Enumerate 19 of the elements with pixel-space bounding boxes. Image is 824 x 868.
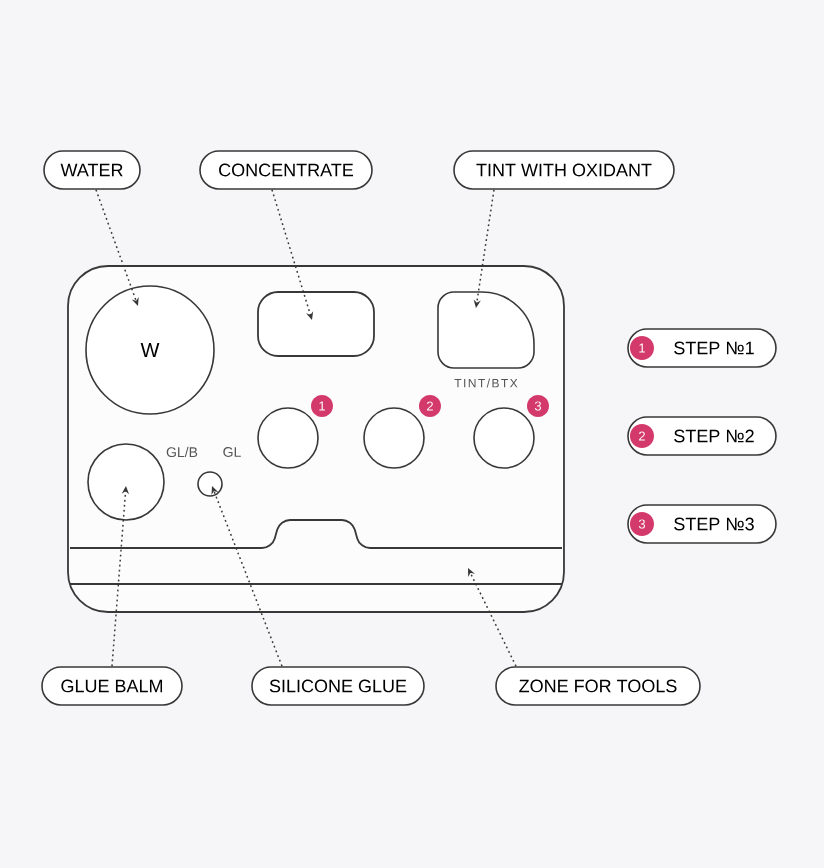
callout-label: WATER [43, 150, 141, 190]
round-well [197, 471, 223, 497]
tool-zone [69, 519, 563, 585]
leader-line [211, 486, 283, 667]
callout-label: CONCENTRATE [199, 150, 373, 190]
callout-label: GLUE BALM [41, 666, 183, 706]
callout-label: TINT WITH OXIDANT [453, 150, 675, 190]
leader-line [95, 189, 139, 306]
round-well [363, 407, 425, 469]
rectangular-well [257, 291, 375, 357]
tint-well [437, 291, 535, 369]
leader-line [271, 189, 314, 320]
round-well [87, 443, 165, 521]
leader-line [468, 568, 517, 667]
round-well [473, 407, 535, 469]
round-well [257, 407, 319, 469]
round-well: W [85, 285, 215, 415]
callout-label: ZONE FOR TOOLS [495, 666, 701, 706]
callout-label: SILICONE GLUE [251, 666, 425, 706]
